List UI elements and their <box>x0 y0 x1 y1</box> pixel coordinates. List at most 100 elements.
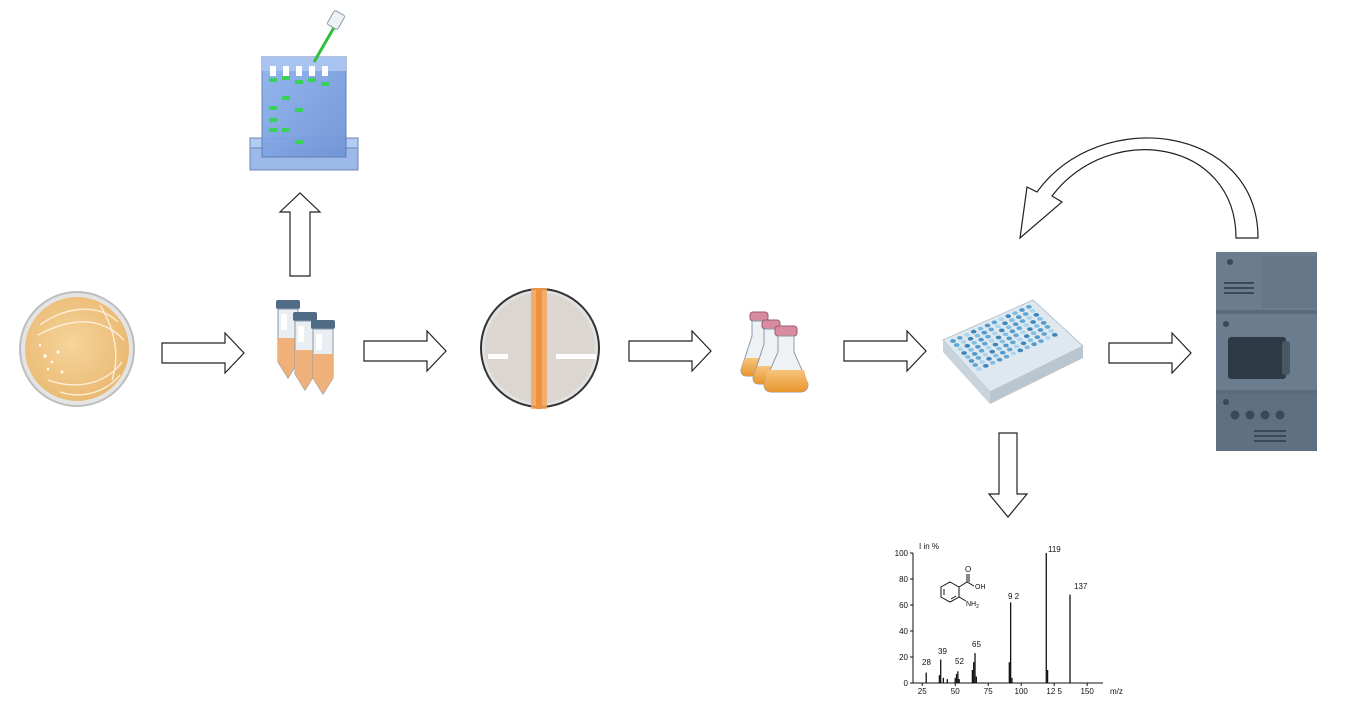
x-tick-label: 150 <box>1080 687 1094 696</box>
microplate-well <box>967 336 974 341</box>
peak-label: 39 <box>938 647 947 656</box>
microplate-well <box>1052 333 1058 337</box>
microplate-well <box>979 360 985 364</box>
microplate-well <box>992 342 999 347</box>
peak-label: 28 <box>922 658 931 667</box>
microplate-well <box>1009 329 1016 334</box>
microplate-well <box>1048 329 1054 333</box>
microplate-well <box>1045 336 1051 340</box>
microplate-well <box>1010 340 1016 345</box>
microplate-well <box>1003 343 1009 348</box>
microplate-well <box>965 355 971 359</box>
microplate-well <box>1005 325 1012 330</box>
microplate-well <box>1044 325 1051 329</box>
microplate-well <box>1030 331 1037 335</box>
microplate-well <box>1023 334 1030 339</box>
microplate-well <box>968 359 975 363</box>
microplate-well <box>1017 337 1023 342</box>
microplate-well <box>1000 350 1006 355</box>
y-tick-label: 40 <box>899 627 908 636</box>
microplate-well <box>986 356 992 361</box>
y-tick-label: 0 <box>904 679 909 688</box>
microplate-well <box>995 335 1002 340</box>
flow-arrows <box>161 137 1259 518</box>
microplate-well <box>1016 315 1022 319</box>
anthranilic-acid-structure-icon <box>940 574 975 603</box>
microplate-well <box>960 340 967 344</box>
microplate-well <box>1026 316 1033 320</box>
microplate-well <box>957 336 963 340</box>
microplate-well <box>1017 348 1024 353</box>
microplate-well <box>974 333 981 338</box>
x-tick-label: 50 <box>951 687 960 696</box>
centrifuge-tubes-icon <box>276 300 335 395</box>
microplate-well <box>1038 339 1044 343</box>
microplate-well <box>953 343 960 347</box>
microplate-well <box>1041 332 1047 336</box>
microplate-well <box>975 344 981 349</box>
x-tick-label: 25 <box>918 687 927 696</box>
microplate-well <box>1013 344 1020 349</box>
arrow-right-icon <box>843 329 927 373</box>
microplate-well <box>988 338 995 343</box>
microplate-well <box>991 320 998 325</box>
y-tick-label: 20 <box>899 653 908 662</box>
microplate-well <box>1020 330 1026 335</box>
microplate-well <box>972 363 978 367</box>
agar-plug-plate-icon <box>480 288 600 409</box>
microplate-well <box>992 331 998 336</box>
arrow-right-icon <box>1108 331 1192 375</box>
y-tick-label: 60 <box>899 601 908 610</box>
microplate-well <box>978 337 984 342</box>
microplate-well <box>1031 342 1037 347</box>
microplate-well <box>1022 312 1029 316</box>
peak-label: 9 2 <box>1008 592 1020 601</box>
microplate-well <box>1024 345 1030 350</box>
microplate-well <box>976 367 982 371</box>
microplate-well <box>1019 319 1026 323</box>
arrow-up-icon <box>278 192 322 277</box>
microplate-well <box>985 345 992 350</box>
microplate-well <box>982 341 988 346</box>
microplate-well <box>961 351 967 355</box>
microplate-well <box>950 339 956 343</box>
spectrum-x-title: m/z <box>1110 687 1123 696</box>
microplate-well <box>1010 351 1017 356</box>
structure-amine: NH2 <box>966 601 979 610</box>
microplate-well <box>1013 333 1019 338</box>
microplate-well <box>981 330 988 335</box>
culture-flasks-icon <box>740 311 809 393</box>
microplate-well <box>1027 327 1033 331</box>
microplate-icon <box>942 299 1084 404</box>
spectrum-peaks <box>925 553 1071 683</box>
microplate-well <box>1012 322 1019 327</box>
peak-label: 119 <box>1048 545 1061 554</box>
microplate-well <box>957 347 964 351</box>
microplate-well <box>1002 321 1008 326</box>
arrow-right-icon <box>363 329 447 373</box>
microplate-well <box>985 334 991 339</box>
microplate-well <box>968 348 974 352</box>
microplate-well <box>977 326 984 331</box>
microplate-well <box>1026 305 1032 309</box>
microplate-wells <box>950 305 1058 371</box>
structure-hydroxyl: OH <box>975 584 986 591</box>
arrow-down-icon <box>987 432 1029 518</box>
y-tick-label: 80 <box>899 575 908 584</box>
microplate-well <box>971 352 978 356</box>
microplate-well <box>1037 317 1043 321</box>
microplate-well <box>1033 313 1040 317</box>
microplate-well <box>1029 309 1036 313</box>
curved-return-arrow-icon <box>1019 137 1259 240</box>
x-tick-label: 12 5 <box>1046 687 1062 696</box>
electrophoresis-gel-icon <box>249 10 359 171</box>
microplate-well <box>1034 335 1041 339</box>
microplate-well <box>978 348 985 353</box>
arrow-right-icon <box>628 329 712 373</box>
microplate-well <box>999 328 1005 333</box>
microplate-well <box>1030 320 1036 324</box>
microplate-well <box>995 324 1001 329</box>
